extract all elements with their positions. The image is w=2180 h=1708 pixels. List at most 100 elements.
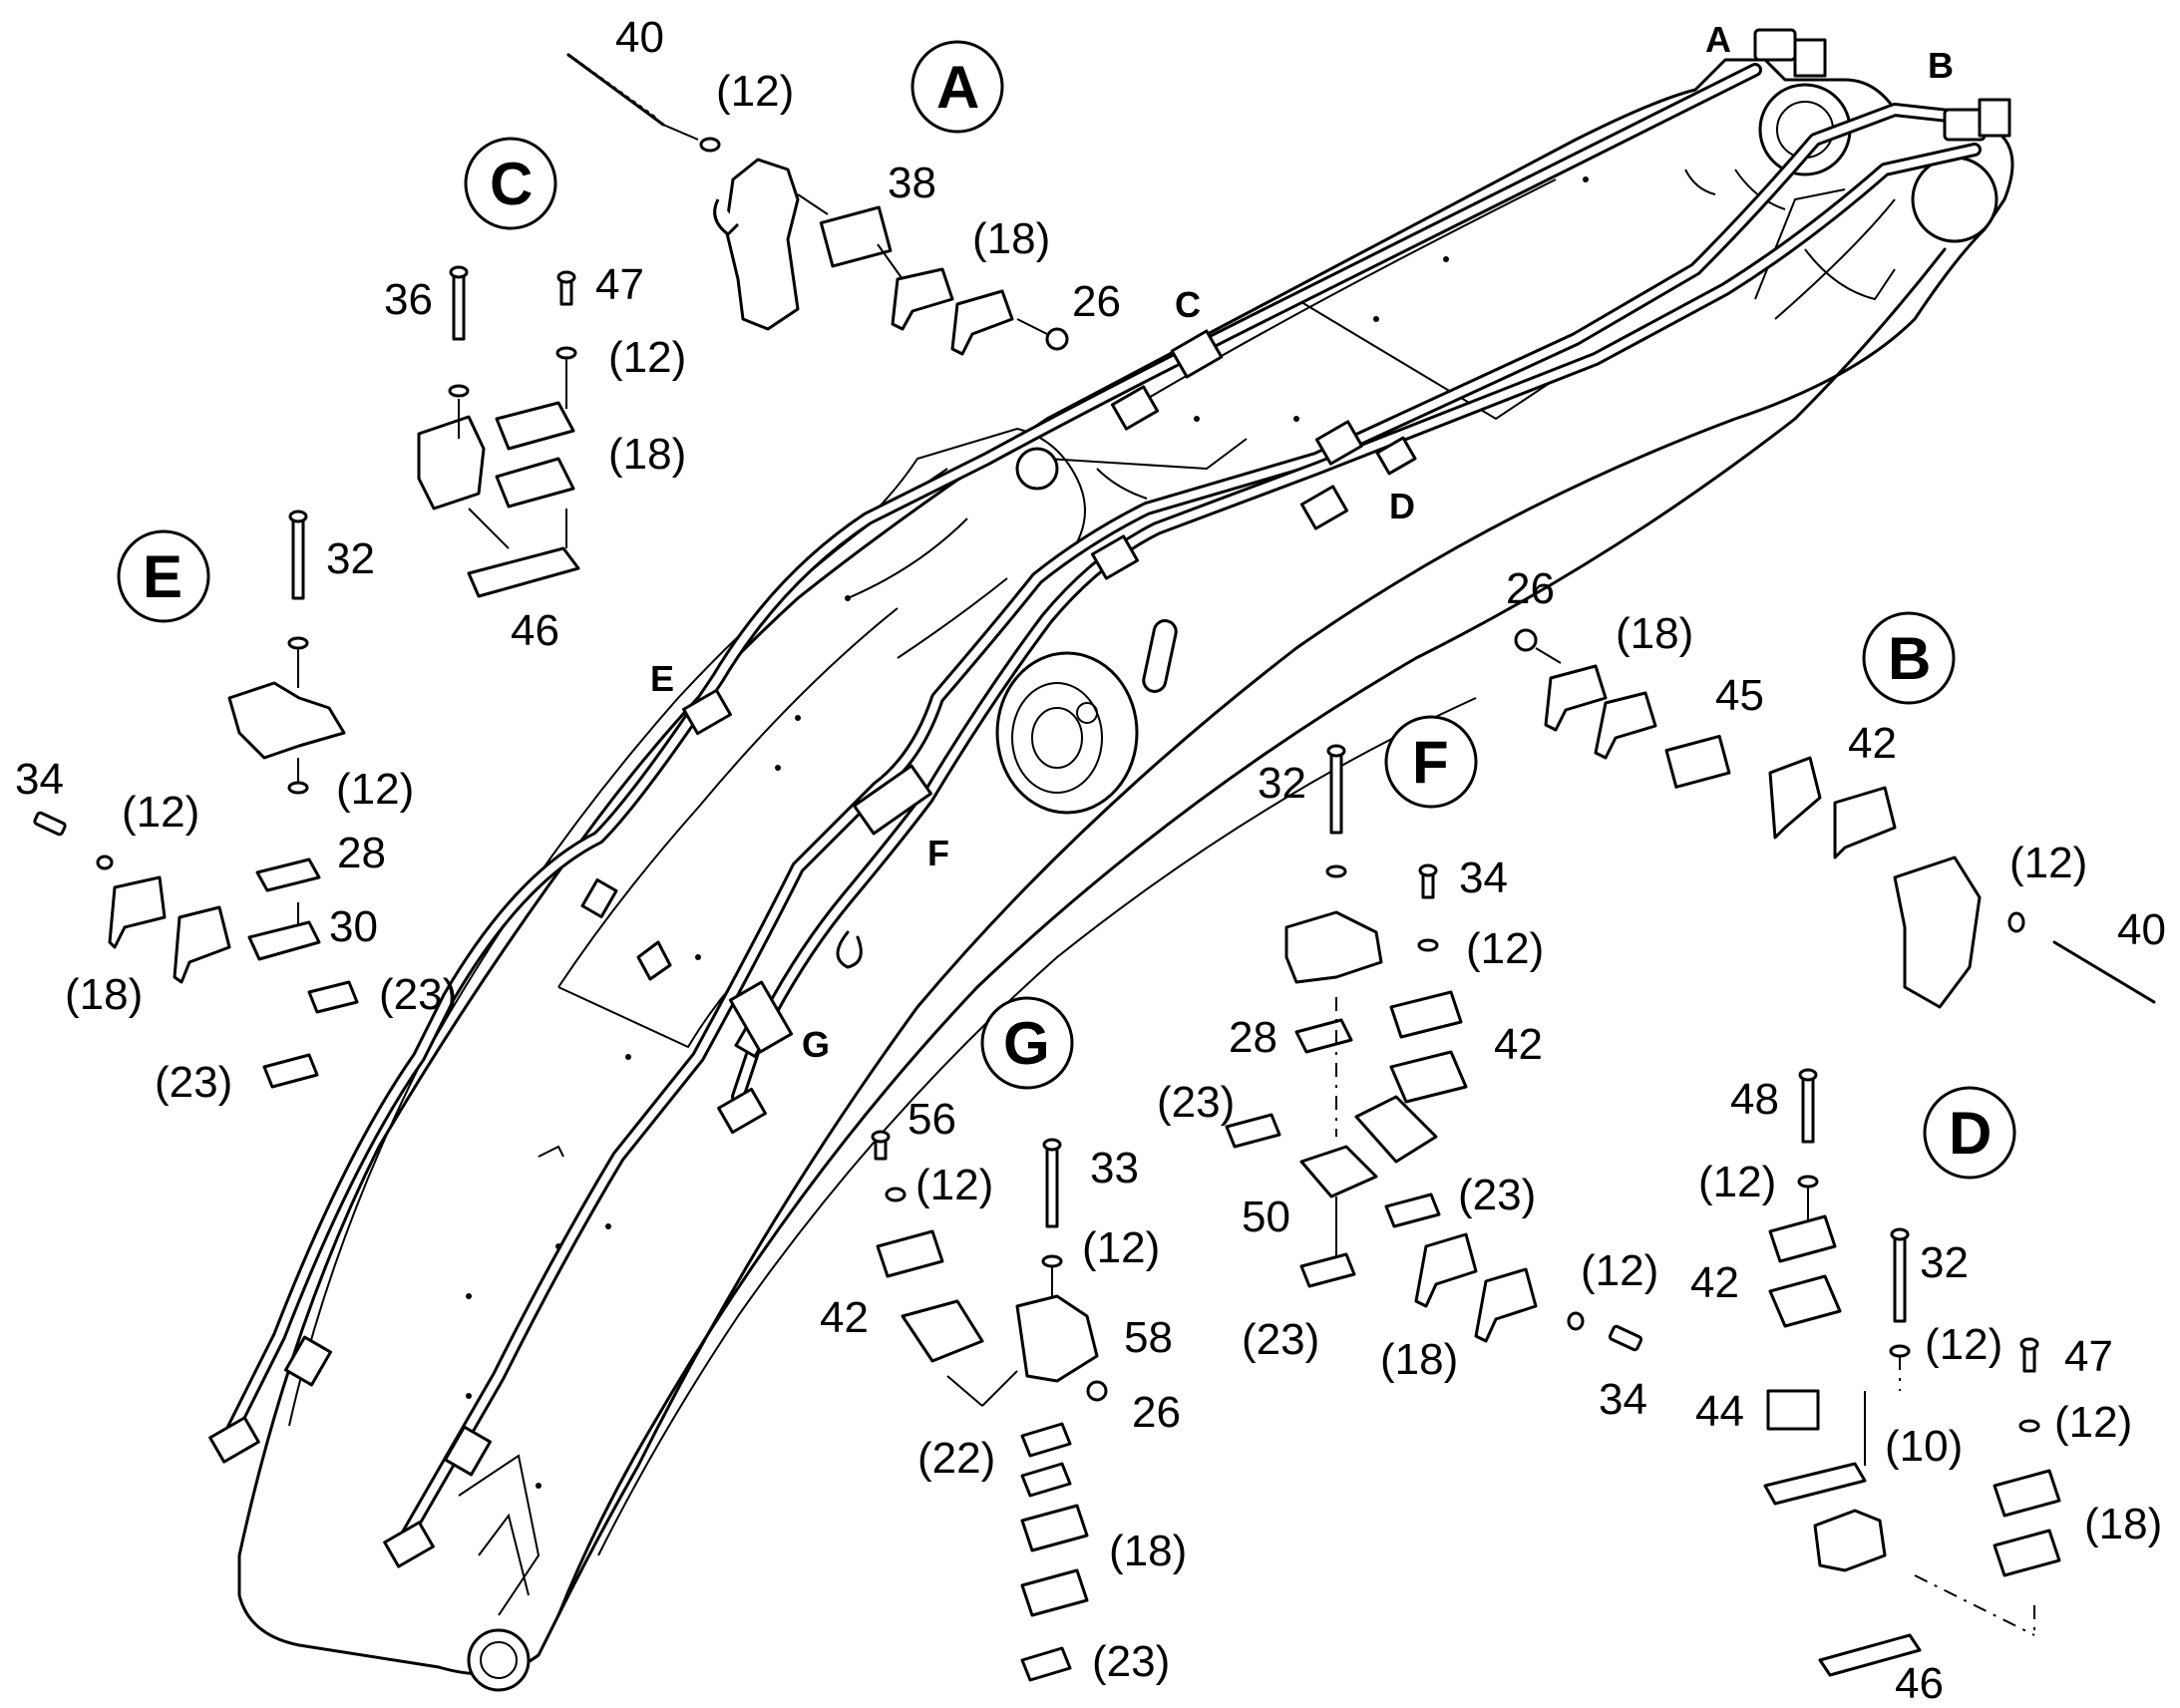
svg-text:E: E [143, 543, 182, 610]
label: (12) [2054, 1398, 2132, 1447]
spacer-23b [262, 1053, 319, 1089]
spacer-23 [1020, 1646, 1072, 1682]
svg-text:A: A [936, 54, 979, 121]
bolt-33 [1045, 1145, 1059, 1228]
label: (12) [336, 765, 414, 814]
label: 26 [1132, 1388, 1181, 1437]
callout-a: A [910, 40, 1004, 134]
label: (12) [1581, 1246, 1658, 1295]
spacer-38 [819, 205, 893, 268]
callout-g: G [980, 996, 1074, 1090]
svg-text:C: C [490, 151, 533, 217]
label: (12) [122, 788, 199, 837]
label: (12) [1466, 924, 1544, 973]
boom-marker-g: G [802, 1024, 830, 1065]
label: 34 [1459, 854, 1508, 902]
plate-58 [1015, 1294, 1099, 1383]
bolt-34b [1608, 1324, 1643, 1352]
deck-fasteners [466, 176, 1589, 1489]
clamp-half-2 [950, 289, 1014, 356]
part-labels: 40 (12) 38 (18) 26 36 47 (12) (18) 46 32… [15, 13, 2166, 1708]
spacer-45 [1664, 734, 1731, 789]
bolt-32 [1329, 751, 1343, 835]
spacer-22b [1020, 1462, 1072, 1498]
plate-46 [1818, 1633, 1922, 1677]
clamp-half-4 [1474, 1267, 1538, 1343]
label: (12) [2009, 839, 2087, 887]
label: 33 [1090, 1144, 1139, 1193]
label: 44 [1695, 1387, 1744, 1436]
label: 46 [1895, 1659, 1944, 1708]
label: (12) [608, 333, 686, 382]
clamp-body [417, 415, 486, 511]
callout-c: C [464, 137, 557, 230]
label: 28 [1229, 1013, 1277, 1062]
clamp-body [724, 158, 800, 331]
label: 48 [1730, 1075, 1779, 1124]
bolt-34 [33, 811, 67, 837]
spacer-23a [1225, 1113, 1281, 1149]
detail-f [1225, 744, 1643, 1352]
label: 34 [15, 755, 64, 804]
clamp-half-4 [1993, 1529, 2061, 1577]
clamp-half-2 [1768, 1274, 1842, 1328]
label: 47 [2064, 1332, 2113, 1381]
spacer-23b [1384, 1193, 1441, 1228]
clamp-half-4 [1833, 786, 1897, 859]
label: 38 [888, 159, 936, 207]
label: (12) [915, 1161, 993, 1209]
callout-b: B [1862, 611, 1956, 705]
clamp-half-2 [1389, 1050, 1468, 1104]
label: (23) [1242, 1315, 1319, 1364]
label: (18) [972, 214, 1050, 263]
spacer-23c [1299, 1252, 1356, 1288]
clamp-body [1813, 1509, 1887, 1572]
bolt-32 [291, 516, 305, 600]
bolt-48 [1801, 1075, 1815, 1144]
callout-e: E [117, 529, 210, 623]
label: (18) [65, 970, 143, 1019]
svg-text:G: G [1003, 1010, 1050, 1077]
label: (23) [155, 1058, 232, 1107]
clamp-body [1893, 855, 1982, 1009]
label: (22) [917, 1434, 995, 1483]
clamp-half-4 [1020, 1568, 1089, 1617]
label: (18) [1616, 609, 1693, 658]
label: (23) [1458, 1171, 1536, 1219]
clamp-half-3 [1993, 1469, 2061, 1518]
detail-b [1514, 628, 2156, 1009]
label: 32 [1920, 1238, 1969, 1287]
label: (12) [1082, 1223, 1160, 1272]
bolt-40 [2052, 940, 2156, 1004]
label: 32 [1258, 759, 1306, 808]
spacer-44 [1766, 1389, 1820, 1431]
label: (12) [716, 67, 794, 116]
label: 32 [326, 534, 375, 583]
svg-text:D: D [1949, 1100, 1992, 1167]
detail-callouts: A C E B F G D [117, 40, 2016, 1180]
label: 50 [1242, 1193, 1290, 1241]
washer [699, 137, 721, 153]
label: (23) [379, 970, 457, 1019]
clamp-half-1 [1768, 1214, 1837, 1263]
clamp-half-3 [1020, 1504, 1089, 1552]
boom-marker-c: C [1175, 284, 1201, 325]
clamp-half-1 [1544, 664, 1608, 732]
bolt-32 [1893, 1234, 1907, 1323]
label: 34 [1599, 1375, 1647, 1424]
boom-marker-f: F [927, 833, 949, 873]
label: (18) [1109, 1527, 1187, 1575]
clamp-half-3 [1414, 1232, 1478, 1308]
label: (10) [1885, 1422, 1963, 1471]
label: 30 [329, 902, 378, 951]
bolt-36 [452, 272, 466, 341]
clamp-half-1 [876, 1229, 944, 1278]
label: (12) [1698, 1158, 1776, 1206]
svg-text:F: F [1412, 729, 1449, 796]
clamp-half-2 [901, 1299, 984, 1363]
callout-f: F [1384, 715, 1478, 809]
clamp-half-2 [495, 457, 575, 509]
clamp-body [227, 681, 346, 760]
clamp-body [1284, 910, 1383, 984]
